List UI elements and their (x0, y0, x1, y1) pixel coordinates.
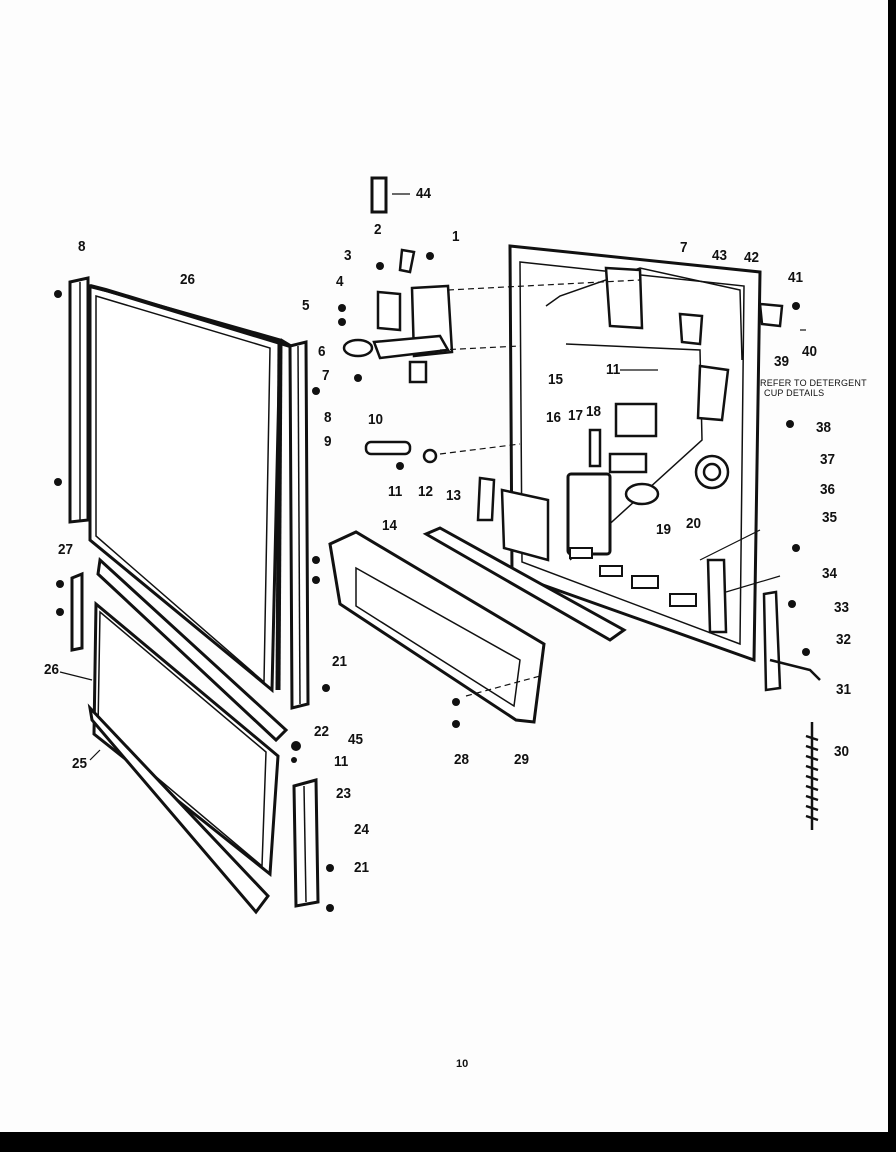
callout-30: 30 (834, 743, 850, 760)
lower-access-panel (92, 600, 280, 877)
callout-20: 20 (686, 515, 702, 532)
callout-45: 45 (348, 731, 364, 748)
callout-26b: 26 (44, 661, 60, 678)
note-line-2: CUP DETAILS (764, 388, 825, 398)
callout-11b: 11 (606, 361, 621, 378)
callout-39: 39 (774, 353, 790, 370)
callout-2: 2 (374, 221, 382, 238)
hinge-34 (706, 558, 728, 634)
callout-16: 16 (546, 409, 562, 426)
callout-29: 29 (514, 751, 530, 768)
callout-11a: 11 (388, 483, 403, 500)
callout-15: 15 (548, 371, 564, 388)
leader-lines (439, 279, 806, 697)
callout-38: 38 (816, 419, 832, 436)
rail-14 (422, 526, 627, 642)
toe-strip (96, 556, 289, 743)
callout-23: 23 (336, 785, 352, 802)
callout-37: 37 (820, 451, 836, 468)
callout-8a: 8 (78, 238, 86, 255)
latch-bracket-44 (370, 176, 388, 214)
callout-34: 34 (822, 565, 838, 582)
hinge-arm-31 (762, 590, 821, 692)
callout-32: 32 (836, 631, 852, 648)
callout-8b: 8 (324, 409, 332, 426)
callout-31: 31 (836, 681, 852, 698)
callout-35: 35 (822, 509, 838, 526)
door-outer-panel (88, 284, 292, 694)
clip-39-40 (758, 302, 784, 328)
callout-17: 17 (568, 407, 584, 424)
callout-43: 43 (712, 247, 728, 264)
callout-14: 14 (382, 517, 398, 534)
screws (54, 252, 810, 912)
hinge-13 (476, 476, 550, 562)
detergent-cup-note: REFER TO DETERGENT CUP DETAILS (760, 378, 867, 398)
page-number: 10 (456, 1058, 469, 1070)
callout-7b: 7 (680, 239, 688, 256)
callout-27: 27 (58, 541, 74, 558)
switch-10 (364, 440, 438, 464)
callout-42: 42 (744, 249, 760, 266)
callout-3: 3 (344, 247, 352, 264)
callout-21a: 21 (332, 653, 348, 670)
callout-41: 41 (788, 269, 804, 286)
rinse-aid-slots (569, 547, 697, 607)
callout-44: 44 (416, 185, 432, 202)
small-left-trim (70, 571, 84, 652)
latch-assembly (342, 248, 454, 384)
spring-30 (805, 722, 819, 830)
callout-28: 28 (454, 751, 470, 768)
callout-36: 36 (820, 481, 836, 498)
callout-24: 24 (354, 821, 370, 838)
hinge-43-bracket (604, 266, 730, 422)
callout-22: 22 (314, 723, 330, 740)
callout-12: 12 (418, 483, 434, 500)
callout-21b: 21 (354, 859, 370, 876)
note-line-1: REFER TO DETERGENT (760, 378, 867, 388)
callout-26a: 26 (180, 271, 196, 288)
callout-6: 6 (318, 343, 326, 360)
corner-trim-24 (292, 778, 320, 908)
callout-7a: 7 (322, 367, 330, 384)
door-right-trim-strip (288, 340, 310, 710)
callout-5: 5 (302, 297, 310, 314)
callout-18: 18 (586, 403, 602, 420)
dispenser-parts (588, 402, 730, 506)
callout-13: 13 (446, 487, 462, 504)
callout-4: 4 (336, 273, 344, 290)
callout-1: 1 (452, 228, 460, 245)
callout-33: 33 (834, 599, 850, 616)
detergent-cup-16 (566, 472, 612, 556)
callout-10: 10 (368, 411, 384, 428)
vent-panel-29 (328, 530, 546, 724)
callout-11c: 11 (334, 753, 349, 770)
kick-plate (87, 703, 270, 915)
callout-19: 19 (656, 521, 672, 538)
callout-40: 40 (802, 343, 818, 360)
door-left-trim-strip (68, 276, 90, 524)
callout-25: 25 (72, 755, 88, 772)
leader-arrows (59, 193, 781, 761)
callout-9: 9 (324, 433, 332, 450)
